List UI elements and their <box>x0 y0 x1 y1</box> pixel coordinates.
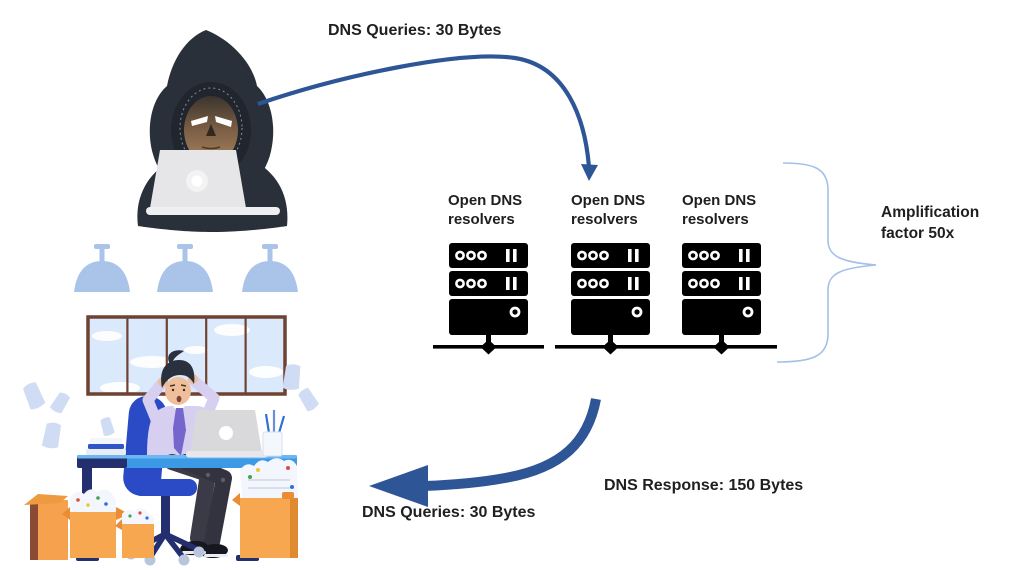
amplification-label-line2: factor 50x <box>881 225 955 242</box>
book-stack <box>86 438 126 455</box>
ceiling-lamp-icon <box>242 244 298 292</box>
response-arrow <box>369 398 601 507</box>
resolver-label-1: Open DNS resolvers <box>448 192 523 228</box>
resolver-label-2: Open DNS resolvers <box>571 192 646 228</box>
cardboard-box-icon <box>232 458 298 558</box>
cardboard-box-icon <box>62 489 129 558</box>
response-label: DNS Response: 150 Bytes <box>604 477 804 494</box>
cardboard-box-icon <box>24 494 68 560</box>
dns-server-icon <box>664 241 779 356</box>
office-window <box>86 315 287 396</box>
attack-query-label: DNS Queries: 30 Bytes <box>328 22 502 39</box>
dns-server-icon <box>431 241 546 356</box>
pen-cup <box>262 410 286 457</box>
victim-illustration <box>22 244 321 566</box>
victim-query-label: DNS Queries: 30 Bytes <box>362 504 536 521</box>
ceiling-lamp-icon <box>74 244 130 292</box>
amplification-label: Amplification factor 50x <box>881 202 1001 244</box>
attack-arrow <box>257 54 598 181</box>
cardboard-box-icon <box>115 508 154 558</box>
resolver-label-3: Open DNS resolvers <box>682 192 757 228</box>
dns-server-icon <box>553 241 668 356</box>
amplification-brace-icon <box>776 162 877 363</box>
amplification-label-line1: Amplification <box>881 204 980 221</box>
laptop-icon <box>186 410 268 458</box>
ceiling-lamp-icon <box>157 244 213 292</box>
hacker-icon <box>137 30 288 232</box>
